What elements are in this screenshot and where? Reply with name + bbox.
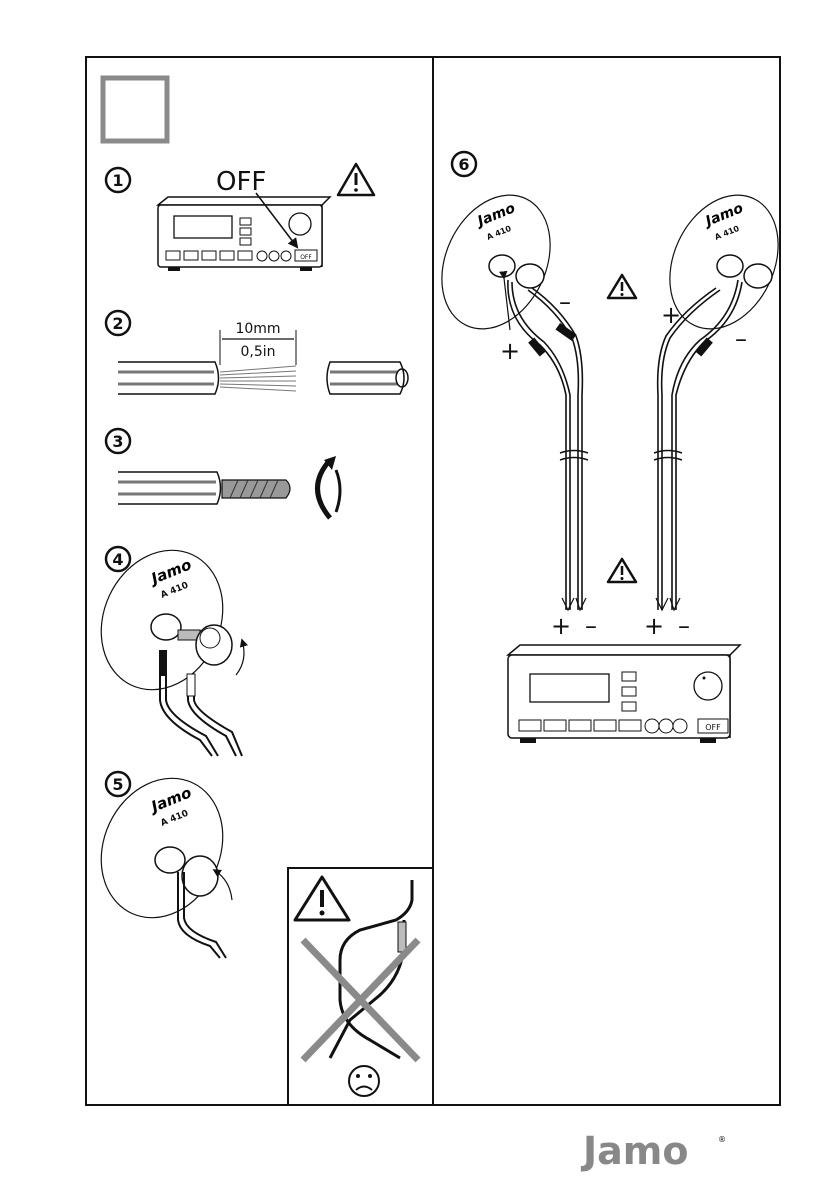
stripped-cable-drawing	[118, 362, 296, 394]
amp-left-minus: –	[585, 612, 597, 640]
length-imperial: 0,5in	[240, 344, 275, 360]
speaker-back-plate-5	[79, 758, 245, 938]
amp-right-plus: +	[644, 612, 664, 640]
removed-insulation-drawing	[327, 362, 408, 394]
length-metric: 10mm	[235, 321, 280, 337]
jamo-logo: Jamo	[580, 1129, 688, 1173]
step-3-number: 3	[112, 432, 123, 451]
step-4-number: 4	[112, 550, 123, 569]
jamo-logo-registered: ®	[718, 1135, 726, 1144]
warning-triangle-icon	[608, 559, 636, 582]
polarity-left-plus: +	[500, 337, 520, 365]
step-5: 5 Jamo A 410	[79, 758, 245, 958]
polarity-right-plus: +	[661, 301, 681, 329]
off-label: OFF	[216, 167, 266, 197]
amp-6-off-button-label: OFF	[705, 723, 721, 732]
twist-rotation-icon	[318, 456, 341, 518]
section-box	[103, 78, 167, 141]
step-1: 1 OFF OFF	[106, 164, 374, 271]
polarity-left-minus: –	[559, 288, 571, 316]
amplifier-drawing: OFF	[158, 197, 330, 271]
amplifier-drawing-6: OFF	[508, 645, 740, 743]
step-2: 2 10mm 0,5in	[106, 311, 408, 394]
step-3: 3	[106, 429, 340, 518]
step-5-number: 5	[112, 775, 123, 794]
short-circuit-warning-panel	[288, 868, 433, 1105]
amp-left-plus: +	[551, 612, 571, 640]
right-speaker-cable	[654, 280, 742, 610]
step-6: 6 Jamo A 410 Jamo A 410	[421, 152, 799, 743]
warning-triangle-icon	[608, 275, 636, 298]
twisted-cable-drawing	[118, 472, 290, 504]
step-4: 4 Jamo A 410	[79, 530, 245, 756]
amp-right-minus: –	[678, 612, 690, 640]
amp-off-button-label: OFF	[300, 254, 312, 261]
warning-triangle-icon	[338, 164, 374, 195]
polarity-right-minus: –	[735, 325, 747, 353]
step-1-number: 1	[112, 171, 123, 190]
step-6-number: 6	[458, 155, 469, 174]
left-speaker-cable	[508, 280, 588, 610]
step-2-number: 2	[112, 314, 123, 333]
unscrew-arrow	[236, 640, 244, 675]
